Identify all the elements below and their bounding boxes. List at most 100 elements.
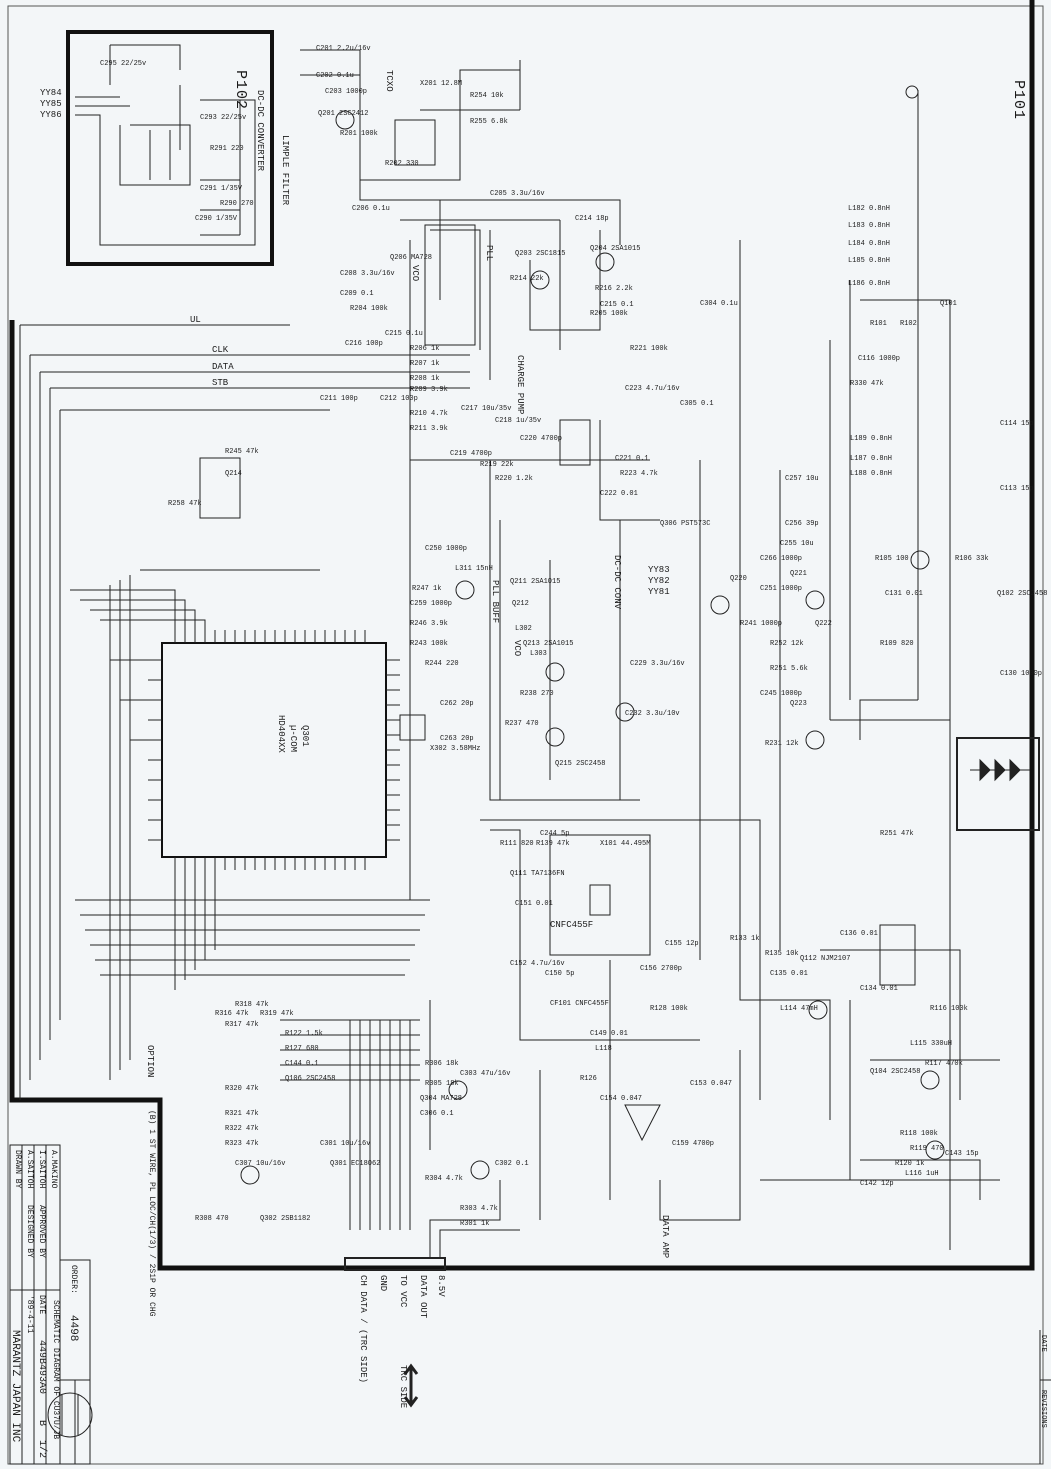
bus-label-clk: CLK xyxy=(212,345,229,355)
component-label: R135 10k xyxy=(765,950,799,958)
component-label: L114 47mH xyxy=(780,1005,818,1013)
component-label: R139 47k xyxy=(536,840,570,848)
component-label: L183 0.8nH xyxy=(848,222,891,230)
option-label: OPTION xyxy=(145,1045,155,1078)
connector-outline xyxy=(344,1257,446,1271)
component-label: R117 470k xyxy=(925,1060,963,1068)
drawing-title: SCHEMATIC DIAGRAM OF CU37U/JB xyxy=(51,1300,60,1440)
component-label: R201 100k xyxy=(340,130,378,138)
component-label: R237 470 xyxy=(505,720,539,728)
section-label-p102: P102 xyxy=(232,70,249,111)
component-label: R206 1k xyxy=(410,345,440,353)
component-label: R258 47k xyxy=(168,500,202,508)
component-label: R209 3.9k xyxy=(410,386,448,394)
section-label-p101: P101 xyxy=(1010,80,1027,121)
trc-side-label: TRC SIDE xyxy=(398,1365,408,1409)
component-label: C135 0.01 xyxy=(770,970,808,978)
component-label: R111 820 xyxy=(500,840,534,848)
component-label: C223 4.7u/16v xyxy=(625,385,680,393)
component-label: C222 0.01 xyxy=(600,490,638,498)
component-label: C134 0.01 xyxy=(860,985,898,993)
component-label: Q104 2SC2458 xyxy=(870,1068,921,1076)
block-pll: PLL xyxy=(484,245,494,262)
component-label: C206 0.1u xyxy=(352,205,390,213)
component-label: R245 47k xyxy=(225,448,259,456)
block-charge-pump: CHARGE PUMP xyxy=(515,355,525,415)
component-label: R246 3.9k xyxy=(410,620,448,628)
component-label: L182 0.8nH xyxy=(848,205,891,213)
designed-by-label: DESIGNED BY xyxy=(25,1205,34,1258)
dcdc-conv-label: DC-DC CONV xyxy=(612,555,622,610)
component-label: R291 220 xyxy=(210,145,244,153)
drawing-number: 449B493A0 xyxy=(36,1340,47,1395)
date: '89-4-11 xyxy=(25,1295,34,1334)
component-label: L184 0.8nH xyxy=(848,240,891,248)
component-label: C229 3.3u/16v xyxy=(630,660,685,668)
component-label: R308 470 xyxy=(195,1215,229,1223)
component-label: C303 47u/16v xyxy=(460,1070,511,1078)
component-label: R290 270 xyxy=(220,200,254,208)
component-label: C116 1000p xyxy=(858,355,901,363)
component-label: C291 1/35V xyxy=(200,185,243,193)
component-label: C293 22/25v xyxy=(200,114,247,122)
component-label: R220 1.2k xyxy=(495,475,533,483)
component-label: C220 4700p xyxy=(520,435,563,443)
component-label: C215 0.1u xyxy=(385,330,423,338)
component-label: Q201 2SC2412 xyxy=(318,110,369,118)
component-label: Q101 xyxy=(940,300,957,308)
component-label: R306 18k xyxy=(425,1060,459,1068)
component-label: C218 1u/35v xyxy=(495,417,542,425)
component-label: C217 10u/35v xyxy=(461,405,512,413)
block-vco: VCO xyxy=(410,265,420,282)
component-label: R316 47k xyxy=(215,1010,249,1018)
mcu-part: HD404XX xyxy=(276,715,286,753)
component-label: Q213 2SA1015 xyxy=(523,640,574,648)
component-label: R101 xyxy=(870,320,887,328)
component-label: Q212 xyxy=(512,600,529,608)
input-yy86: YY86 xyxy=(40,110,62,120)
component-label: R208 1k xyxy=(410,375,440,383)
component-label: C142 12p xyxy=(860,1180,894,1188)
input-yy85: YY85 xyxy=(40,99,62,109)
component-label: C203 1000p xyxy=(325,88,368,96)
component-label: R321 47k xyxy=(225,1110,259,1118)
component-label: C151 0.01 xyxy=(515,900,553,908)
component-label: Q302 2SB1182 xyxy=(260,1215,311,1223)
revision: B xyxy=(36,1420,47,1427)
component-label: C307 10u/16v xyxy=(235,1160,286,1168)
component-label: CF101 CNFC455F xyxy=(550,1000,609,1008)
date-label: DATE xyxy=(37,1295,46,1315)
approved-by: A.MAKINO xyxy=(49,1150,58,1189)
component-label: C144 0.1 xyxy=(285,1060,319,1068)
component-label: C159 4700p xyxy=(672,1140,715,1148)
drawn-by-label: DRAWN BY xyxy=(13,1150,22,1189)
component-label: R317 47k xyxy=(225,1021,259,1029)
component-label: R116 100k xyxy=(930,1005,968,1013)
component-label: R319 47k xyxy=(260,1010,294,1018)
component-label: R251 5.6k xyxy=(770,665,808,673)
component-label: R214 22k xyxy=(510,275,544,283)
component-label: C205 3.3u/16v xyxy=(490,190,545,198)
bus-label-ul: UL xyxy=(190,315,201,325)
component-label: C136 0.01 xyxy=(840,930,878,938)
component-label: R305 18k xyxy=(425,1080,459,1088)
component-label: C221 0.1 xyxy=(615,455,649,463)
bus-label-data: DATA xyxy=(212,362,234,372)
component-label: L185 0.8nH xyxy=(848,257,891,265)
component-label: Q206 MA728 xyxy=(390,254,433,262)
component-label: R202 330 xyxy=(385,160,419,168)
order-number: 4498 xyxy=(67,1315,79,1342)
approved-by-label: APPROVED BY xyxy=(37,1205,46,1258)
component-label: L189 0.8nH xyxy=(850,435,893,443)
component-label: L118 xyxy=(595,1045,612,1053)
component-label: C155 12p xyxy=(665,940,699,948)
component-label: Q203 2SC1815 xyxy=(515,250,566,258)
diode-bridge-box xyxy=(956,737,1040,831)
input-yy83: YY83 xyxy=(648,565,670,575)
component-label: R251 47k xyxy=(880,830,914,838)
revisions-label: REVISIONS xyxy=(1039,1390,1047,1428)
component-label: R303 4.7k xyxy=(460,1205,498,1213)
component-label: C219 4700p xyxy=(450,450,493,458)
component-label: C216 100p xyxy=(345,340,383,348)
component-label: C143 15p xyxy=(945,1150,979,1158)
